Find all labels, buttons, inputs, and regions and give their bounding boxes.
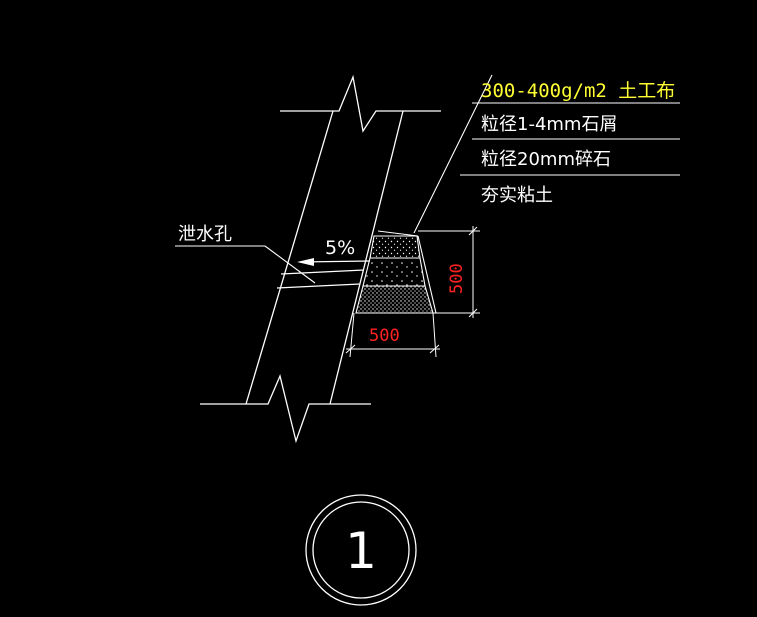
dimension-width — [345, 312, 440, 358]
dim-width-ext-right — [432, 312, 437, 358]
drain-hole-leader-diagonal — [264, 245, 316, 284]
wall-top-break-line — [280, 74, 441, 133]
filter-layer-top — [369, 235, 421, 259]
dim-height-tick-top — [468, 226, 478, 236]
wall-right-face — [329, 110, 404, 405]
dim-height-tick-bottom — [468, 308, 478, 318]
dimension-height-value: 500 — [447, 263, 467, 294]
dim-width-ext-left — [349, 312, 355, 358]
detail-number: 1 — [345, 522, 377, 580]
slope-arrow-head — [297, 258, 314, 266]
label-drain-hole: 泄水孔 — [178, 224, 232, 245]
filter-layer-bottom — [355, 285, 434, 314]
dim-width-tick-right — [429, 344, 440, 354]
wall-left-face — [245, 110, 334, 405]
wall-bottom-break-line — [200, 373, 371, 444]
drain-pipe-bottom — [276, 283, 361, 289]
drain-pipe-top — [280, 269, 365, 275]
filter-top-edge — [377, 230, 419, 237]
retaining-wall — [200, 74, 441, 444]
filter-block — [355, 230, 437, 314]
geotextile-wrap — [417, 235, 437, 314]
label-stone-chips: 粒径1-4mm石屑 — [481, 114, 617, 135]
detail-marker-inner-ring — [312, 501, 410, 599]
filter-layer-middle — [362, 257, 426, 287]
dimension-width-value: 500 — [369, 326, 400, 346]
label-slope: 5% — [325, 237, 355, 259]
drain-pipe — [276, 269, 365, 289]
detail-marker — [305, 494, 417, 606]
dim-width-tick-left — [345, 344, 356, 354]
label-geotextile: 300-400g/m2 土工布 — [481, 80, 675, 102]
drain-hole-leader — [175, 245, 316, 284]
leader-line-diagonal — [413, 74, 493, 234]
label-compacted-clay: 夯实粘土 — [481, 185, 553, 206]
label-gravel: 粒径20mm碎石 — [481, 149, 611, 170]
dimension-height — [418, 226, 480, 318]
slope-arrow — [297, 258, 371, 266]
detail-marker-outer-ring — [305, 494, 417, 606]
layer-leaders — [413, 74, 680, 234]
